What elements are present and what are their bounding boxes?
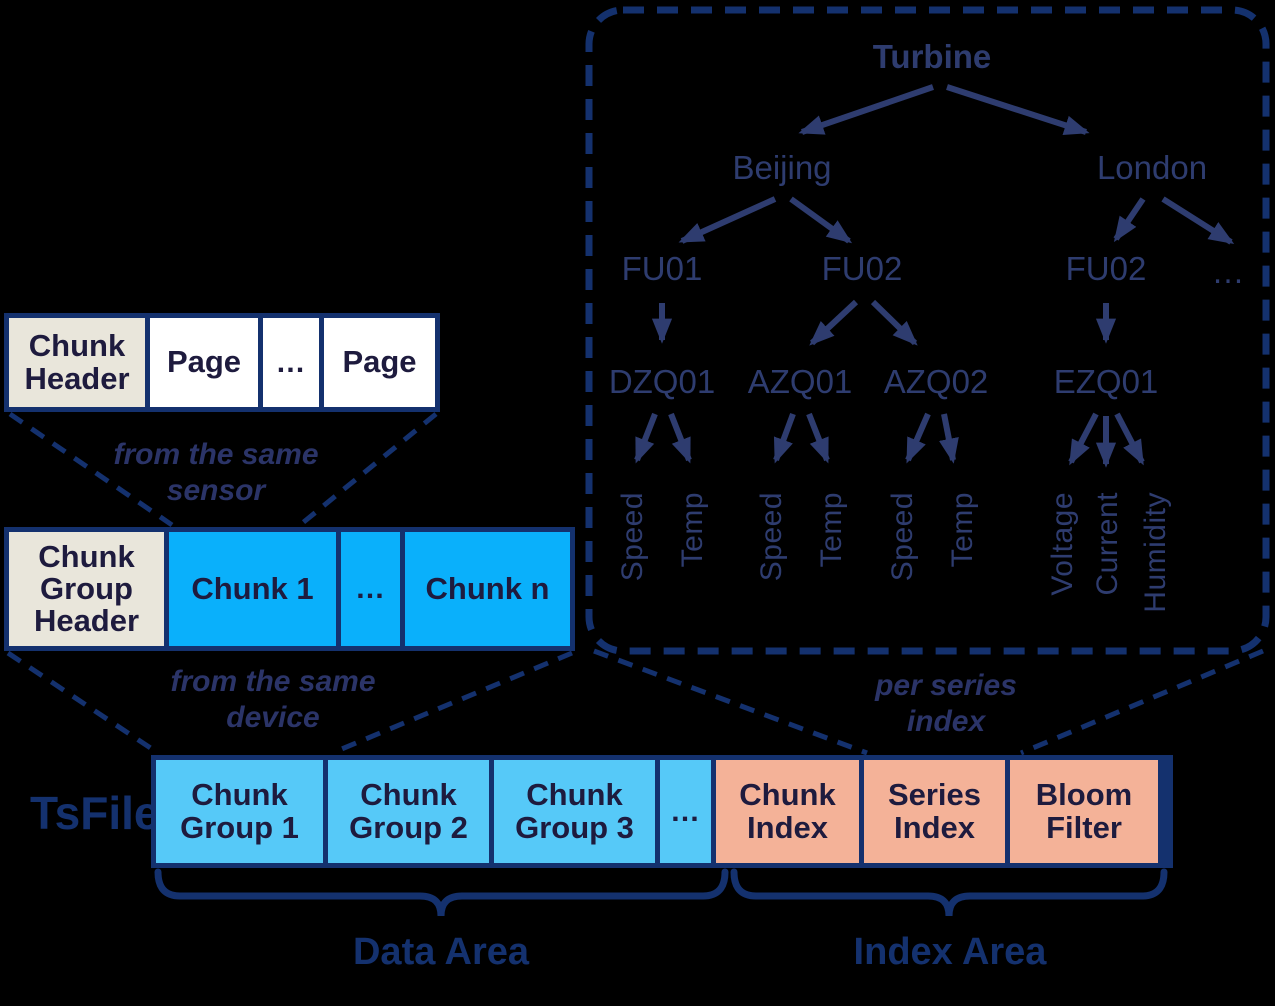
- tree-node-fu02-london: FU02: [1065, 250, 1147, 287]
- area-braces: [154, 868, 1168, 917]
- sensor-label-speed-3: Speed: [886, 492, 919, 582]
- sensor-label-temp-1: Temp: [676, 492, 709, 568]
- tree-node-azq02: AZQ02: [883, 363, 989, 400]
- tree-node-fu01: FU01: [621, 250, 703, 287]
- same-device-caption: from the same device: [170, 665, 376, 734]
- tree-node-fu02-beijing: FU02: [821, 250, 903, 287]
- chunk-structure-row: Chunk Header Page … Page: [4, 313, 440, 412]
- page-cell-1: Page: [150, 318, 263, 407]
- chunk-group-1-cell: Chunk Group 1: [156, 760, 328, 863]
- sensor-label-speed-2: Speed: [755, 492, 788, 582]
- series-index-cell: Series Index: [864, 760, 1010, 863]
- sensor-label-temp-3: Temp: [946, 492, 979, 568]
- chunk-index-cell: Chunk Index: [716, 760, 864, 863]
- bloom-filter-cell: Bloom Filter: [1010, 760, 1158, 863]
- tree-arrows: [634, 84, 1235, 468]
- sensor-label-temp-2: Temp: [815, 492, 848, 568]
- sensor-label-current: Current: [1091, 492, 1124, 596]
- chunk-n-cell: Chunk n: [405, 532, 570, 646]
- data-area-label: Data Area: [352, 931, 530, 973]
- tsfile-structure-row: Chunk Group 1 Chunk Group 2 Chunk Group …: [151, 755, 1173, 868]
- tree-node-ezq01: EZQ01: [1053, 363, 1159, 400]
- chunk-group-ellipsis-cell: …: [660, 760, 716, 863]
- device-expansion-connectors: [6, 650, 573, 756]
- tree-node-turbine: Turbine: [872, 38, 992, 75]
- sensor-label-humidity: Humidity: [1139, 492, 1172, 613]
- index-area-brace: [730, 868, 1168, 917]
- page-cell-n: Page: [324, 318, 435, 407]
- chunk-header-cell: Chunk Header: [9, 318, 150, 407]
- chunk-group-3-cell: Chunk Group 3: [494, 760, 660, 863]
- tree-node-beijing: Beijing: [732, 149, 832, 186]
- sensor-expansion-connectors: [8, 411, 438, 528]
- same-sensor-caption: from the same sensor: [113, 438, 319, 507]
- sensor-label-speed-1: Speed: [616, 492, 649, 582]
- page-ellipsis-cell: …: [263, 318, 324, 407]
- tree-node-device-ellipsis: …: [1211, 253, 1245, 290]
- per-series-index-caption: per series index: [875, 669, 1017, 738]
- tree-node-azq01: AZQ01: [747, 363, 853, 400]
- chunk-group-structure-row: Chunk Group Header Chunk 1 … Chunk n: [4, 527, 575, 651]
- series-index-connectors: [593, 648, 1264, 756]
- tree-node-dzq01: DZQ01: [608, 363, 716, 400]
- tsfile-label: TsFile: [30, 787, 160, 839]
- chunk-ellipsis-cell: …: [341, 532, 405, 646]
- chunk-group-2-cell: Chunk Group 2: [328, 760, 494, 863]
- data-area-brace: [154, 868, 729, 917]
- chunk-1-cell: Chunk 1: [169, 532, 341, 646]
- index-area-label: Index Area: [853, 931, 1047, 973]
- sensor-label-voltage: Voltage: [1046, 492, 1079, 596]
- chunk-group-header-cell: Chunk Group Header: [9, 532, 169, 646]
- tree-node-london: London: [1096, 149, 1208, 186]
